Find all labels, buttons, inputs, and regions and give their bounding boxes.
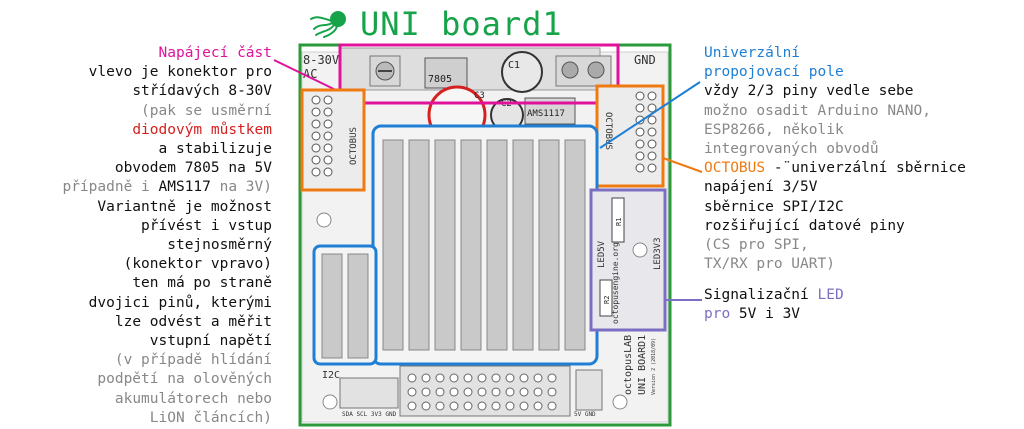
regulator-7805 <box>424 57 468 89</box>
prototyping-field <box>371 124 599 366</box>
text-line: (v případě hlídání <box>114 352 272 369</box>
text-line: dvojici pinů, kterými <box>88 294 272 311</box>
text-line: diodovým můstkem <box>132 121 272 138</box>
page-title-group: UNI board1 <box>308 4 563 44</box>
text-line: akumulátorech nebo <box>114 390 272 407</box>
interconnect-heading: Univerzální <box>704 45 801 61</box>
mounting-hole <box>322 394 338 410</box>
text-fragment: na 3V) <box>210 179 272 196</box>
octobus-right-pins <box>635 91 657 173</box>
resistor-r2 <box>599 279 613 317</box>
text-line: vždy 2/3 piny vedle sebe <box>704 83 914 100</box>
text-fragment: AMS117 <box>158 179 211 196</box>
text-line: střídavých 8-30V <box>132 83 272 100</box>
c1-label: C1 <box>508 60 520 71</box>
text-fragment: 7805 <box>184 160 220 177</box>
text-fragment: -¨univerzální sběrnice <box>765 160 966 177</box>
power-section-highlight <box>338 43 620 105</box>
text-line: lze odvést a měřit <box>114 313 272 330</box>
text-line: ESP8266, několik <box>704 121 844 138</box>
mounting-hole <box>612 394 628 410</box>
text-line: Variantně je možnost <box>97 198 272 215</box>
pad-columns <box>321 139 586 359</box>
text-line: (CS pro SPI, <box>704 237 809 254</box>
mounting-hole <box>316 212 332 228</box>
octobus-left-pins <box>311 95 333 177</box>
octobus-right-label: OCTOBUS <box>603 112 613 150</box>
website-label: octopusengine.org <box>611 242 620 324</box>
text-line: rozšiřující datové piny <box>704 217 905 234</box>
text-fragment: na 5V <box>219 160 272 177</box>
led5v-label: LED5V <box>597 240 607 268</box>
text-line: LiON článcích) <box>149 409 272 426</box>
led-heading: LED <box>817 287 844 303</box>
text-line: možno osadit Arduino NANO, <box>704 102 931 119</box>
text-line: vlevo je konektor pro <box>88 64 272 81</box>
text-line: TX/RX pro UART) <box>704 256 835 273</box>
power-pointer-line <box>273 59 341 93</box>
text-line: integrovaných obvodů <box>704 141 879 158</box>
capacitor-c1 <box>501 51 543 93</box>
text-line: OCTOBUS -¨univerzální sběrnice <box>704 159 1024 178</box>
text-line: podpětí na olověných <box>97 371 272 388</box>
text-line: ten má po straně <box>132 275 272 292</box>
screw-terminal-right <box>555 55 612 87</box>
i2c-header <box>339 377 399 409</box>
octopus-icon <box>310 11 346 38</box>
text-fragment: pro <box>704 306 731 323</box>
brand-label: octopusLAB <box>623 335 634 395</box>
text-fragment: 5V i 3V <box>730 306 801 323</box>
power-section-description: Napájecí část vlevo je konektor pro stří… <box>0 44 272 428</box>
i2c-label: I2C <box>322 370 340 381</box>
bottom-header-pins <box>407 373 557 411</box>
text-line: obvodem 7805 na 5V <box>0 159 272 178</box>
text-line: sběrnice SPI/I2C <box>704 198 844 215</box>
text-line: (pak se usměrní <box>141 102 272 119</box>
text-line: (konektor vpravo) <box>123 256 272 273</box>
resistor-r1 <box>611 197 625 243</box>
text-fragment: případně i <box>62 179 159 196</box>
ac-voltage-label: 8-30V <box>303 53 339 67</box>
interconnect-field-description: Univerzální propojovací pole vždy 2/3 pi… <box>704 44 1024 274</box>
text-line: pro 5V i 3V <box>704 305 844 324</box>
field-pointer-line <box>599 81 701 149</box>
octobus-left-label: OCTOBUS <box>349 127 359 165</box>
interconnect-heading-2: propojovací pole <box>704 64 844 81</box>
led3v3-label: LED3V3 <box>653 237 663 270</box>
c3-label: C3 <box>474 91 485 101</box>
octobus-heading: OCTOBUS <box>704 160 766 177</box>
page-title: UNI board1 <box>360 5 563 43</box>
text-fragment: obvodem <box>114 160 185 177</box>
led-description: Signalizační LED pro 5V i 3V <box>704 286 844 324</box>
mounting-hole <box>632 242 648 258</box>
ac-label: AC <box>303 67 317 81</box>
r1-label: R1 <box>615 218 623 226</box>
power-header-bottom <box>575 369 603 411</box>
regulator-label: 7805 <box>428 74 452 85</box>
gnd-label: GND <box>634 53 656 67</box>
screw-terminal-left <box>369 55 401 87</box>
text-fragment: Signalizační <box>704 287 818 303</box>
text-line: Signalizační LED <box>704 286 844 305</box>
text-line: napájení 3/5V <box>704 179 818 196</box>
text-line: přívést i vstup <box>141 217 272 234</box>
text-line: stejnosměrný <box>167 237 272 254</box>
power-section-heading: Napájecí část <box>158 45 273 61</box>
text-line: případně i AMS117 na 3V) <box>0 178 272 197</box>
ams-label: AMS1117 <box>527 109 565 119</box>
power-header-label: 5V GND <box>574 411 596 418</box>
text-line: a stabilizuje <box>158 141 273 158</box>
brand-model-label: UNI BOARD1 <box>637 335 648 395</box>
i2c-pins-label: SDA SCL 3V3 GND <box>342 411 397 418</box>
text-line: vstupní napětí <box>149 333 272 350</box>
r2-label: R2 <box>603 296 611 304</box>
octobus-pointer-line <box>662 157 703 173</box>
brand-version-label: Version 2 (2018/09) <box>651 338 657 395</box>
